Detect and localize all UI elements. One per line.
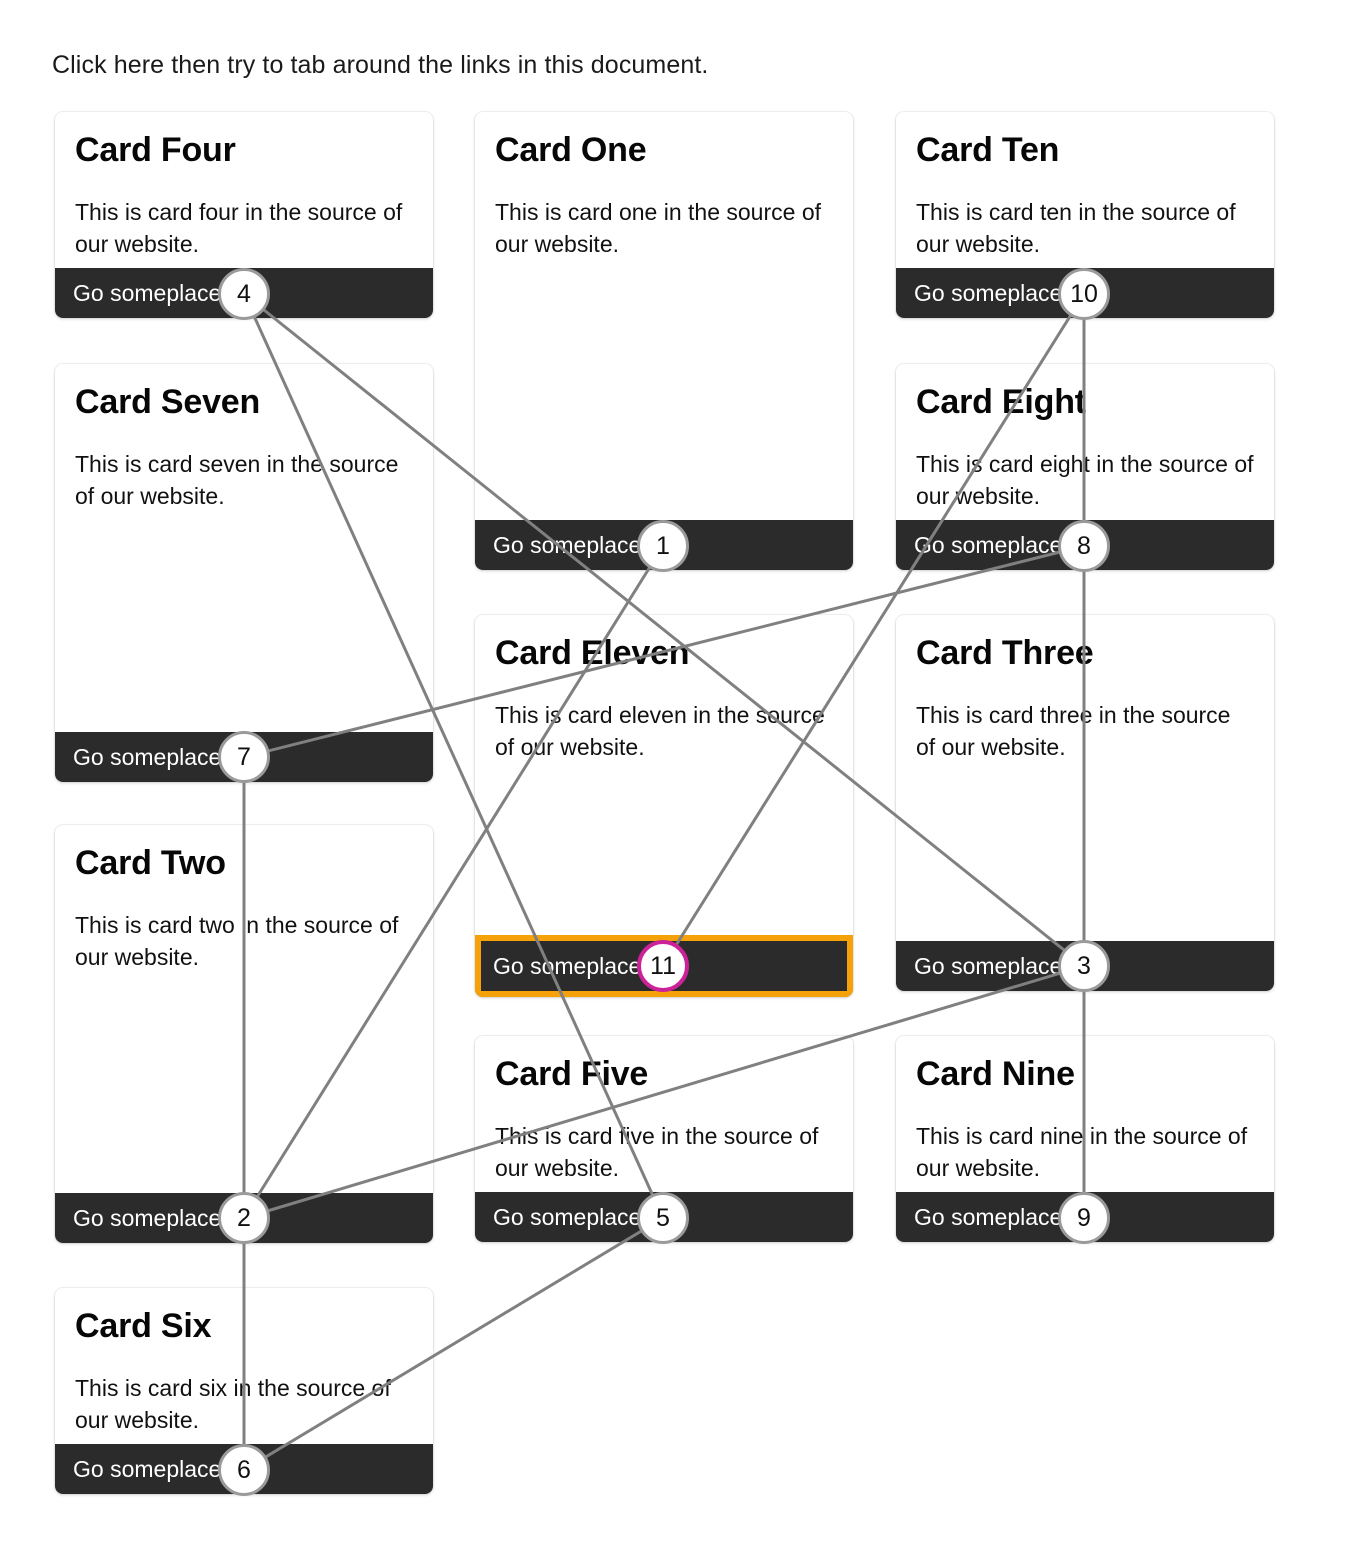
- card-title: Card One: [495, 131, 647, 169]
- card-description: This is card ten in the source of our we…: [916, 199, 1236, 257]
- tab-order-badge: 4: [218, 268, 270, 320]
- tab-order-badge: 7: [218, 731, 270, 783]
- card-description: This is card one in the source of our we…: [495, 199, 821, 257]
- page-intro-text: Click here then try to tab around the li…: [52, 51, 709, 79]
- card-title: Card Two: [75, 844, 226, 882]
- tab-order-badge: 5: [637, 1192, 689, 1244]
- tab-order-badge: 9: [1058, 1192, 1110, 1244]
- tab-order-badge: 10: [1058, 268, 1110, 320]
- tab-order-badge: 1: [637, 520, 689, 572]
- go-someplace-link[interactable]: Go someplace: [73, 280, 222, 306]
- tab-order-badge: 11: [637, 940, 689, 992]
- card-title: Card Six: [75, 1307, 212, 1345]
- card-title: Card Ten: [916, 131, 1060, 169]
- go-someplace-link[interactable]: Go someplace: [73, 1205, 222, 1231]
- tab-order-badge: 3: [1058, 940, 1110, 992]
- tab-order-badge: 6: [218, 1444, 270, 1496]
- tab-order-badge: 8: [1058, 520, 1110, 572]
- go-someplace-link[interactable]: Go someplace: [73, 744, 222, 770]
- tab-order-badge: 2: [218, 1192, 270, 1244]
- card-title: Card Four: [75, 131, 236, 169]
- card-title: Card Seven: [75, 383, 261, 421]
- card-description: This is card four in the source of our w…: [75, 199, 403, 257]
- go-someplace-link[interactable]: Go someplace: [73, 1456, 222, 1482]
